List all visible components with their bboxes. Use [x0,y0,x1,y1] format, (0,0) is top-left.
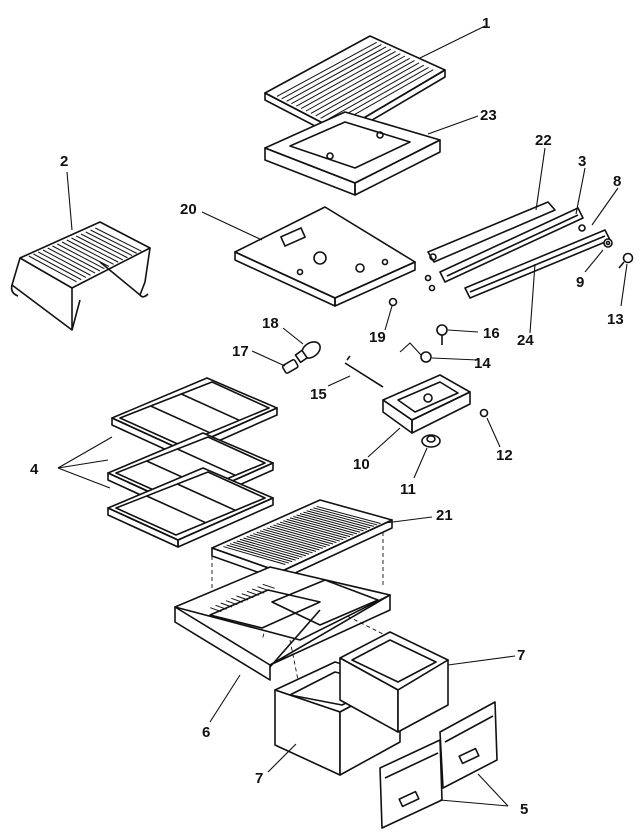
part-5-drawer-front-right [439,701,498,789]
part-7-crisper-drawer-right [339,631,449,733]
callout-9: 9 [576,274,584,291]
part-22-side-rail [427,201,556,263]
callout-14: 14 [474,355,491,372]
part-4-glass-shelves [107,377,278,548]
callout-2: 2 [60,153,68,170]
callout-24: 24 [517,332,534,349]
part-15-rod [344,355,384,388]
part-20-shelf-plate [234,206,416,307]
callout-5: 5 [520,801,528,818]
callout-labels: 1 23 2 20 22 3 8 9 13 24 19 18 17 15 16 … [30,15,624,818]
part-16-knob [436,324,448,345]
callout-15: 15 [310,386,327,403]
part-19-screw [388,297,398,307]
callout-8: 8 [613,173,621,190]
callout-13: 13 [607,311,624,328]
part-21-crisper-cover [211,499,393,581]
part-12-screw [479,408,489,418]
callout-22: 22 [535,132,552,149]
callout-3: 3 [578,153,586,170]
part-5-drawer-front-left [379,739,443,829]
callout-21: 21 [436,507,453,524]
part-13-screw [618,252,634,269]
callout-19: 19 [369,329,386,346]
callout-18: 18 [262,315,279,332]
part-23-shelf-frame [264,111,441,196]
part-6-crisper-frame [174,566,391,681]
callout-17: 17 [232,343,249,360]
part-18-light-bulb [294,341,321,364]
callout-4: 4 [30,461,39,478]
part-8-clip [578,224,586,232]
callout-10: 10 [353,456,370,473]
part-2-wire-rack [10,221,151,331]
callout-11: 11 [400,481,416,498]
leader-lines [57,25,628,807]
part-3-rail [424,207,584,292]
part-17-lamp-socket [281,358,299,374]
callout-1: 1 [482,15,490,32]
part-11-dial [421,434,441,448]
part-10-control-housing [382,374,471,434]
callout-6: 6 [202,724,210,741]
callout-7-left: 7 [255,770,263,787]
callout-16: 16 [483,325,500,342]
part-9-washer [603,238,613,248]
part-1-top-shelf [264,35,446,140]
callout-7-right: 7 [517,647,525,664]
callout-23: 23 [480,107,497,124]
callout-12: 12 [496,447,513,464]
callout-20: 20 [180,201,197,218]
part-14-thermostat [399,342,432,363]
